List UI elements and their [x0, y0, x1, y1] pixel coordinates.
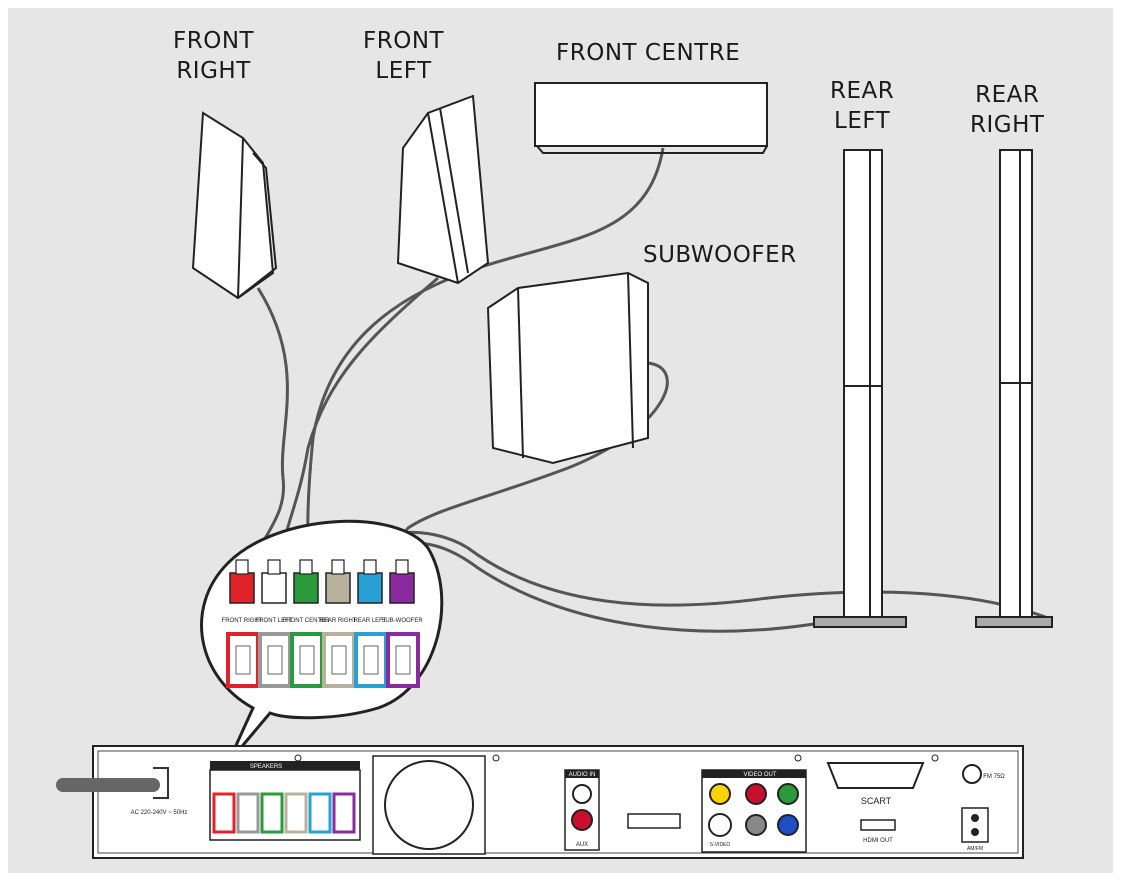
hdmi-label: HDMI OUT [863, 838, 893, 844]
rear-right-speaker [975, 149, 1053, 628]
plug-rear-left [357, 559, 383, 604]
plug-sub-woofer [389, 559, 415, 604]
panel-speaker-socket [308, 792, 332, 834]
front-left-speaker [396, 94, 490, 285]
cable-front-right [251, 287, 289, 569]
front-right-speaker [191, 111, 278, 300]
label-front-left-line2: LEFT [375, 58, 432, 84]
label-front-right-line1: FRONT [173, 28, 255, 54]
plug-front-center [293, 559, 319, 604]
front-centre-speaker [534, 82, 768, 154]
panel-speaker-socket [284, 792, 308, 834]
connector-label: FRONT LEFT [256, 618, 293, 624]
label-rear-right: REAR RIGHT [970, 80, 1044, 140]
aux-label: AUX [576, 842, 588, 848]
plug-rear-right [325, 559, 351, 604]
plug-front-left [261, 559, 287, 604]
connector-plugs [229, 559, 415, 604]
label-rear-right-line1: REAR [975, 82, 1040, 108]
connector-label: FRONT RIGHT [222, 618, 263, 624]
label-front-left-line1: FRONT [363, 28, 445, 54]
connector-label: SUB-WOOFER [381, 618, 423, 624]
speakers-heading-bar [210, 761, 360, 770]
label-front-right-line2: RIGHT [176, 58, 251, 84]
label-front-centre: FRONT CENTRE [556, 40, 741, 66]
fm-am-label: AM/FM [967, 846, 983, 852]
label-front-right: FRONT RIGHT [173, 26, 254, 86]
cable-rear-right [336, 530, 1049, 620]
connector-label: REAR LEFT [353, 618, 386, 624]
audio-in-heading: AUDIO IN [569, 772, 596, 778]
rear-left-speaker [813, 149, 907, 628]
plug-front-right [229, 559, 255, 604]
panel-speaker-socket [212, 792, 236, 834]
speaker-cables [251, 147, 1049, 633]
connector-label: FRONT CENTER [283, 618, 331, 624]
svideo-label: S-VIDEO [710, 842, 731, 848]
panel-speaker-socket [332, 792, 356, 834]
subwoofer-speaker [486, 271, 649, 465]
label-rear-left: REAR LEFT [830, 76, 894, 136]
cable-front-centre [306, 147, 665, 569]
connector-label: REAR RIGHT [319, 618, 356, 624]
power-text: AC 220-240V ~ 50Hz [131, 810, 188, 816]
video-out-heading: VIDEO OUT [743, 772, 776, 778]
label-rear-left-line1: REAR [830, 78, 895, 104]
label-rear-right-line2: RIGHT [970, 112, 1045, 138]
label-front-left: FRONT LEFT [363, 26, 444, 86]
label-subwoofer: SUBWOOFER [643, 242, 797, 268]
label-rear-left-line2: LEFT [834, 108, 891, 134]
speakers-heading: SPEAKERS [250, 764, 282, 770]
antenna-label: FM 75Ω [983, 774, 1005, 780]
panel-speaker-socket [236, 792, 260, 834]
back-panel: SPEAKERS AC 220-240V ~ 50Hz AUDIO IN AUX… [56, 745, 1024, 859]
panel-speaker-socket [260, 792, 284, 834]
scart-label: SCART [861, 796, 892, 806]
